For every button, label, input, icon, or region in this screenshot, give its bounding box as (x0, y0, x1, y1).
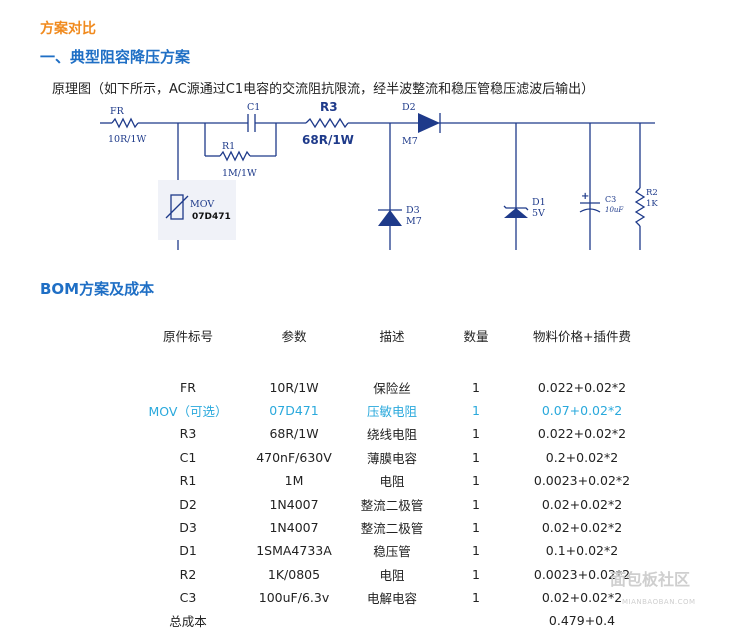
cell-qty: 1 (472, 566, 480, 582)
cell-id: FR (180, 379, 196, 395)
cell-id: R3 (179, 426, 197, 442)
d3-label: D3 (406, 205, 420, 216)
cell-cost: 0.0023+0.02*2 (533, 473, 631, 489)
col-id-header: 原件标号 (162, 328, 213, 344)
cell-param: 1N4007 (269, 519, 319, 535)
cell-id: D1 (179, 543, 197, 559)
cell-param: 10R/1W (269, 379, 319, 395)
cell-qty: 1 (472, 379, 480, 395)
table-row: R1 1M 电阻 1 0.0023+0.02*2 (132, 469, 652, 492)
table-row: C1 470nF/630V 薄膜电容 1 0.2+0.02*2 (132, 446, 652, 469)
cell-param: 470nF/630V (256, 449, 332, 465)
col-qty-header: 数量 (463, 328, 489, 344)
col-param-header: 参数 (281, 328, 307, 344)
cell-qty: 1 (472, 449, 480, 465)
svg-text:+: + (581, 191, 589, 202)
d1-label: D1 (532, 197, 546, 208)
cell-desc: 稳压管 (373, 544, 411, 560)
table-row: R3 68R/1W 绕线电阻 1 0.022+0.02*2 (132, 422, 652, 445)
r1-value: 1M/1W (222, 168, 257, 179)
c1-label: C1 (247, 102, 260, 113)
cell-cost: 0.022+0.02*2 (537, 426, 627, 442)
table-row: C3 100uF/6.3v 电解电容 1 0.02+0.02*2 (132, 586, 652, 609)
table-row-optional: MOV（可选） 07D471 压敏电阻 1 0.07+0.02*2 (132, 399, 652, 422)
cell-param: 1SMA4733A (256, 543, 332, 559)
cell-cost: 0.022+0.02*2 (537, 379, 627, 395)
cell-desc: 保险丝 (373, 380, 411, 396)
cell-id: D3 (179, 519, 197, 535)
cell-param: 100uF/6.3v (258, 590, 330, 606)
cell-qty: 1 (472, 473, 480, 489)
cell-id: C3 (179, 590, 197, 606)
cell-desc: 电阻 (379, 474, 405, 490)
d2-value: M7 (402, 136, 418, 147)
r3-value: 68R/1W (302, 133, 354, 147)
cell-desc: 整流二极管 (360, 520, 424, 536)
cell-param: 68R/1W (269, 426, 319, 442)
cell-param: 07D471 (269, 402, 319, 418)
d1-value: 5V (532, 208, 545, 219)
cell-qty: 1 (472, 496, 480, 512)
d3-value: M7 (406, 216, 422, 227)
cell-id: D2 (179, 496, 197, 512)
d2-label: D2 (402, 102, 416, 113)
cell-id: R2 (179, 566, 197, 582)
table-row: FR 10R/1W 保险丝 1 0.022+0.02*2 (132, 375, 652, 398)
watermark-logo: 面包板社区 (610, 570, 691, 589)
cell-cost: 0.07+0.02*2 (541, 402, 623, 418)
r2-label: R2 (646, 188, 658, 198)
cell-cost: 0.02+0.02*2 (541, 590, 623, 606)
table-row: D1 1SMA4733A 稳压管 1 0.1+0.02*2 (132, 539, 652, 562)
cell-qty: 1 (472, 402, 480, 418)
mov-value: 07D471 (192, 212, 231, 222)
cell-desc: 电阻 (379, 567, 405, 583)
circuit-schematic: FR 10R/1W C1 R1 1M/1W D2 M7 D3 M7 MOV D1… (100, 100, 658, 250)
col-cost-header: 物料价格+插件费 (533, 328, 631, 344)
cell-id: MOV（可选） (148, 403, 228, 419)
cell-cost: 0.1+0.02*2 (545, 543, 619, 559)
cell-qty: 1 (472, 590, 480, 606)
cell-cost: 0.0023+0.02*2 (533, 566, 631, 582)
table-header-row: 原件标号 参数 描述 数量 物料价格+插件费 (132, 318, 652, 352)
cell-id: R1 (179, 473, 197, 489)
cell-qty: 1 (472, 426, 480, 442)
section-title: 方案对比 (40, 21, 96, 37)
bom-title: BOM方案及成本 (40, 280, 155, 298)
subsection-title: 一、典型阻容降压方案 (40, 48, 191, 66)
table-row: D3 1N4007 整流二极管 1 0.02+0.02*2 (132, 516, 652, 539)
cell-param: 1M (284, 473, 304, 489)
table-row: R2 1K/0805 电阻 1 0.0023+0.02*2 (132, 563, 652, 586)
c3-value: 10uF (605, 206, 624, 214)
cell-id: C1 (179, 449, 197, 465)
cell-qty: 1 (472, 543, 480, 559)
cell-desc: 整流二极管 (360, 497, 424, 513)
r1-label: R1 (222, 141, 235, 152)
r3-label: R3 (320, 100, 338, 114)
mov-label: MOV (190, 199, 214, 210)
cell-desc: 薄膜电容 (366, 450, 417, 466)
cell-cost: 0.02+0.02*2 (541, 519, 623, 535)
cell-qty: 1 (472, 519, 480, 535)
cell-cost: 0.02+0.02*2 (541, 496, 623, 512)
cell-cost: 0.2+0.02*2 (545, 449, 619, 465)
fr-value: 10R/1W (108, 134, 146, 145)
col-desc-header: 描述 (379, 328, 405, 344)
cell-param: 1N4007 (269, 496, 319, 512)
bom-table: 原件标号 参数 描述 数量 物料价格+插件费 FR 10R/1W 保险丝 1 0… (132, 318, 652, 633)
fr-label: FR (110, 106, 125, 117)
schematic-description: 原理图（如下所示，AC源通过C1电容的交流阻抗限流，经半波整流和稳压管稳压滤波后… (52, 82, 595, 97)
r2-value: 1K (646, 199, 658, 209)
c3-label: C3 (605, 195, 616, 204)
cell-desc: 绕线电阻 (366, 427, 417, 443)
cell-desc: 压敏电阻 (366, 403, 417, 419)
cell-desc: 电解电容 (366, 591, 417, 607)
cell-param: 1K/0805 (267, 566, 321, 582)
table-row: D2 1N4007 整流二极管 1 0.02+0.02*2 (132, 492, 652, 515)
watermark-url: MIANBAOBAN.COM (622, 598, 696, 606)
